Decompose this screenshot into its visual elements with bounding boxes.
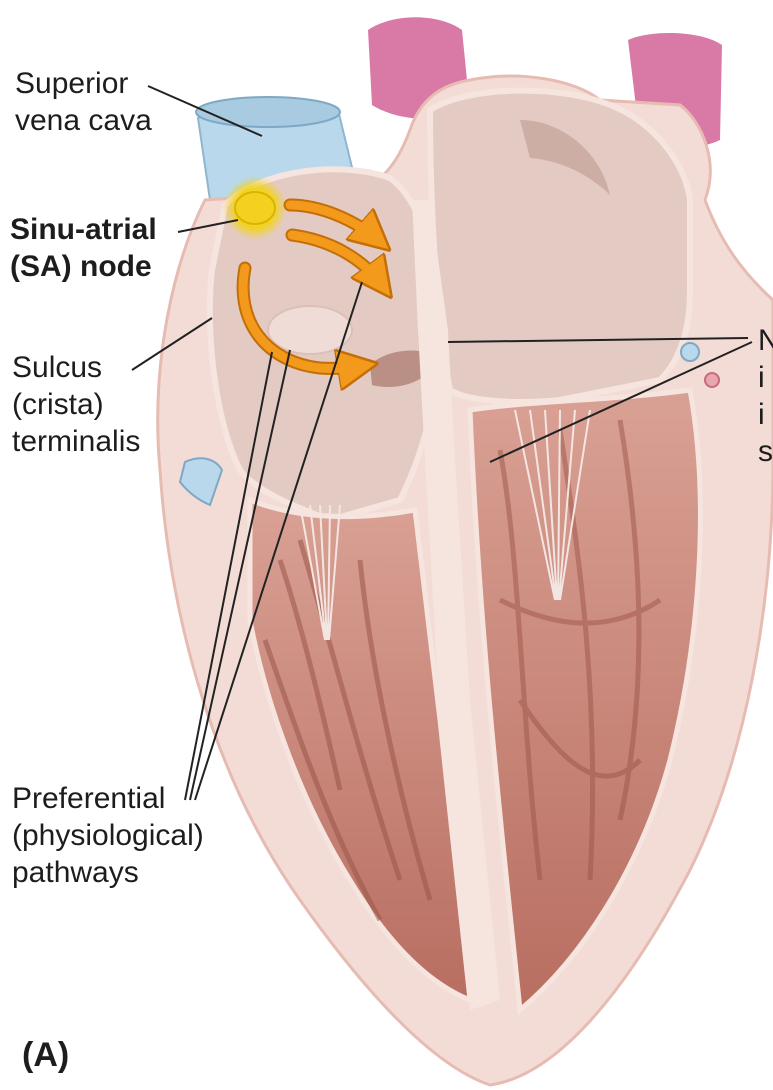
fossa-ovalis [268, 306, 352, 354]
coronary-vessel-blue [681, 343, 699, 361]
label-superior-vena-cava: Superior vena cava [15, 65, 152, 139]
label-preferential-pathways: Preferential (physiological) pathways [12, 780, 204, 891]
label-right-clipped: N i i s [758, 322, 773, 470]
sa-node [235, 192, 275, 224]
coronary-vessel-red [705, 373, 719, 387]
label-sulcus-terminalis: Sulcus (crista) terminalis [12, 349, 140, 460]
superior-vena-cava-opening [196, 97, 340, 127]
label-sa-node: Sinu-atrial (SA) node [10, 211, 157, 285]
panel-letter: (A) [22, 1036, 69, 1075]
